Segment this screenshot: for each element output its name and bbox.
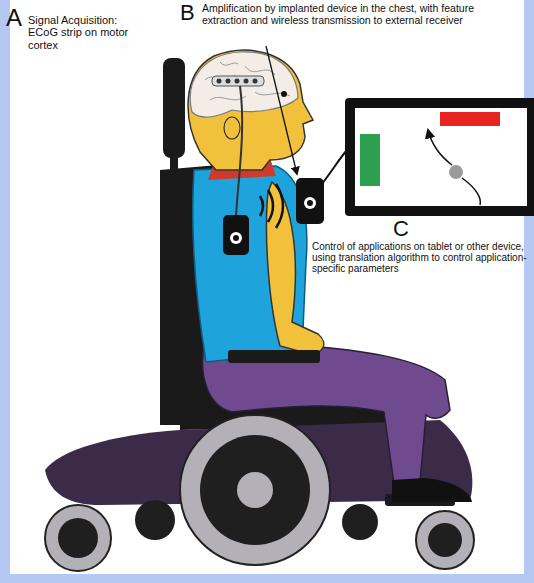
tablet-screen-part bbox=[360, 134, 380, 186]
wheelchair-part bbox=[416, 511, 474, 569]
ecog-strip bbox=[212, 76, 264, 86]
person-part bbox=[228, 350, 320, 363]
person-part bbox=[190, 52, 298, 117]
wheelchair-part bbox=[180, 415, 330, 565]
part-caption: Signal Acquisition: ECoG strip on motor … bbox=[28, 14, 150, 51]
implant-wiring bbox=[223, 86, 347, 255]
tablet-screen-part bbox=[355, 108, 527, 206]
part-letter: B bbox=[180, 2, 195, 24]
leader-line bbox=[266, 46, 297, 174]
person-part bbox=[203, 340, 450, 484]
tablet-screen-part bbox=[428, 130, 452, 165]
implant-wiring-part bbox=[296, 178, 324, 224]
implant-wiring-part bbox=[230, 232, 242, 244]
implant-wiring-part bbox=[236, 86, 242, 216]
person-part bbox=[224, 117, 240, 139]
implant-wiring-part bbox=[233, 235, 239, 241]
implant-wiring-part bbox=[322, 150, 347, 184]
part-letter: A bbox=[6, 6, 22, 30]
implant-wiring-part bbox=[223, 215, 249, 255]
person-part bbox=[392, 478, 472, 502]
part-caption: Amplification by implanted device in the… bbox=[202, 3, 474, 27]
ecog-strip-part bbox=[226, 79, 231, 84]
drawing-ground bbox=[10, 0, 524, 574]
person-part bbox=[281, 91, 287, 97]
implant-wiring-part bbox=[260, 184, 283, 228]
tablet-screen-part bbox=[449, 165, 463, 179]
wheelchair-part bbox=[342, 504, 378, 540]
part-caption: Control of applications on tablet or oth… bbox=[312, 241, 530, 275]
implant-wiring-part bbox=[307, 200, 313, 206]
ecog-strip-part bbox=[244, 79, 249, 84]
wheelchair-part bbox=[200, 435, 310, 545]
wheelchair-part bbox=[45, 505, 111, 571]
tablet-screen-part bbox=[440, 112, 500, 126]
ecog-strip-part bbox=[235, 79, 240, 84]
tablet-screen-part bbox=[345, 98, 534, 216]
tablet-screen bbox=[345, 98, 534, 216]
wheelchair-part bbox=[163, 58, 185, 158]
ecog-strip-part bbox=[217, 79, 222, 84]
wheelchair-part bbox=[58, 518, 98, 558]
person-part bbox=[188, 50, 313, 170]
wheelchair-part bbox=[237, 472, 273, 508]
wheelchair-part bbox=[428, 523, 462, 557]
tablet-screen-part bbox=[462, 178, 480, 205]
implant-wiring-part bbox=[304, 197, 316, 209]
wheelchair-part bbox=[135, 500, 175, 540]
ecog-strip-part bbox=[212, 76, 264, 86]
ecog-strip-part bbox=[253, 79, 258, 84]
part-letter: C bbox=[393, 218, 409, 240]
